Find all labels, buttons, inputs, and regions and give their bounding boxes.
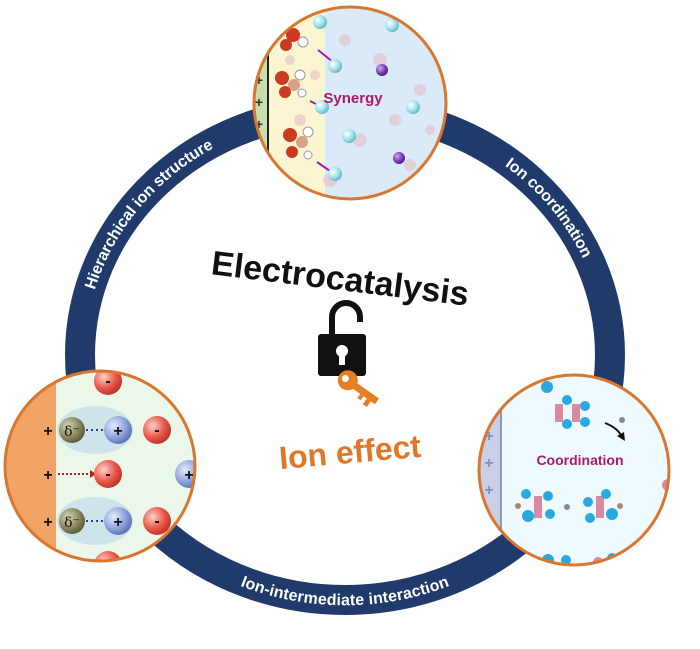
plus-sign: +	[43, 514, 52, 531]
svg-text:+: +	[255, 94, 263, 110]
synergy-label: Synergy	[323, 90, 383, 107]
svg-text:+: +	[484, 455, 493, 472]
inset-synergy: ++++ Synergy	[252, 5, 448, 201]
unlocked-padlock-with-key-icon	[318, 300, 380, 408]
coordination-label: Coordination	[536, 452, 623, 468]
hierarchical-ion-structure-label: Hierarchical ion structure	[82, 136, 216, 291]
svg-text:+: +	[255, 116, 263, 132]
svg-text:+: +	[484, 428, 493, 445]
delta-minus-label: δ⁻	[64, 424, 80, 440]
svg-text:+: +	[113, 423, 122, 440]
ion-coordination-label: Ion coordination	[503, 155, 596, 261]
svg-text:+: +	[255, 72, 263, 88]
svg-text:-: -	[154, 513, 159, 530]
svg-text:-: -	[154, 422, 159, 439]
svg-text:+: +	[184, 467, 193, 484]
svg-text:+: +	[484, 482, 493, 499]
center-subtitle: Ion effect	[278, 428, 423, 476]
inset-ion-structure: + + + δ⁻ δ⁻ + + +	[3, 369, 197, 563]
svg-text:-: -	[105, 373, 110, 390]
band-label-left: Hierarchical ion structure	[82, 136, 216, 291]
band-label-right: Ion coordination	[503, 155, 596, 261]
plus-sign: +	[43, 423, 52, 440]
svg-text:+: +	[113, 514, 122, 531]
molecule-cluster	[275, 28, 314, 160]
plus-sign: +	[43, 467, 52, 484]
delta-minus-label: δ⁻	[64, 515, 80, 531]
svg-text:-: -	[105, 466, 110, 483]
